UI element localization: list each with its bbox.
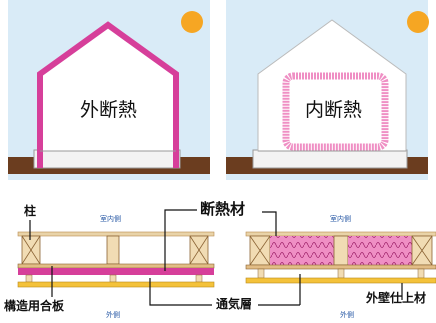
right-stud-2 xyxy=(333,235,349,266)
left-plywood xyxy=(17,263,215,269)
right-panel-title: 内断熱 xyxy=(305,99,363,121)
left-foundation xyxy=(33,149,181,169)
plywood-label: 構造用合板 xyxy=(4,299,65,313)
right-indoor-side-label: 室内側 xyxy=(330,215,351,223)
right-inner-insulation xyxy=(282,72,389,151)
right-outdoor-side-label: 外側 xyxy=(340,311,354,319)
pillar-label: 柱 xyxy=(24,204,37,218)
left-exterior-finish xyxy=(17,281,215,288)
right-sun-icon xyxy=(407,11,429,33)
left-outdoor-side-label: 外側 xyxy=(106,311,120,319)
right-exterior-finish xyxy=(245,277,436,284)
insulation-label: 断熱材 xyxy=(200,200,246,218)
left-wall-section xyxy=(17,231,215,288)
exterior-finish-label: 外壁仕上材 xyxy=(366,291,427,305)
left-sun-icon xyxy=(181,11,203,33)
left-house-body xyxy=(38,22,178,151)
left-indoor-side-label: 室内側 xyxy=(100,215,121,223)
air-layer-label: 通気層 xyxy=(216,297,253,311)
left-outer-insulation xyxy=(37,21,179,168)
left-insulation-layer xyxy=(18,268,214,275)
left-house-panel xyxy=(8,0,210,180)
leader-lines xyxy=(29,209,403,306)
right-plywood xyxy=(245,264,436,270)
right-foundation xyxy=(252,149,408,169)
left-stud-2 xyxy=(106,235,120,265)
left-panel-title: 外断熱 xyxy=(80,99,138,121)
right-house-panel xyxy=(226,0,429,180)
right-wall-section xyxy=(245,231,436,284)
